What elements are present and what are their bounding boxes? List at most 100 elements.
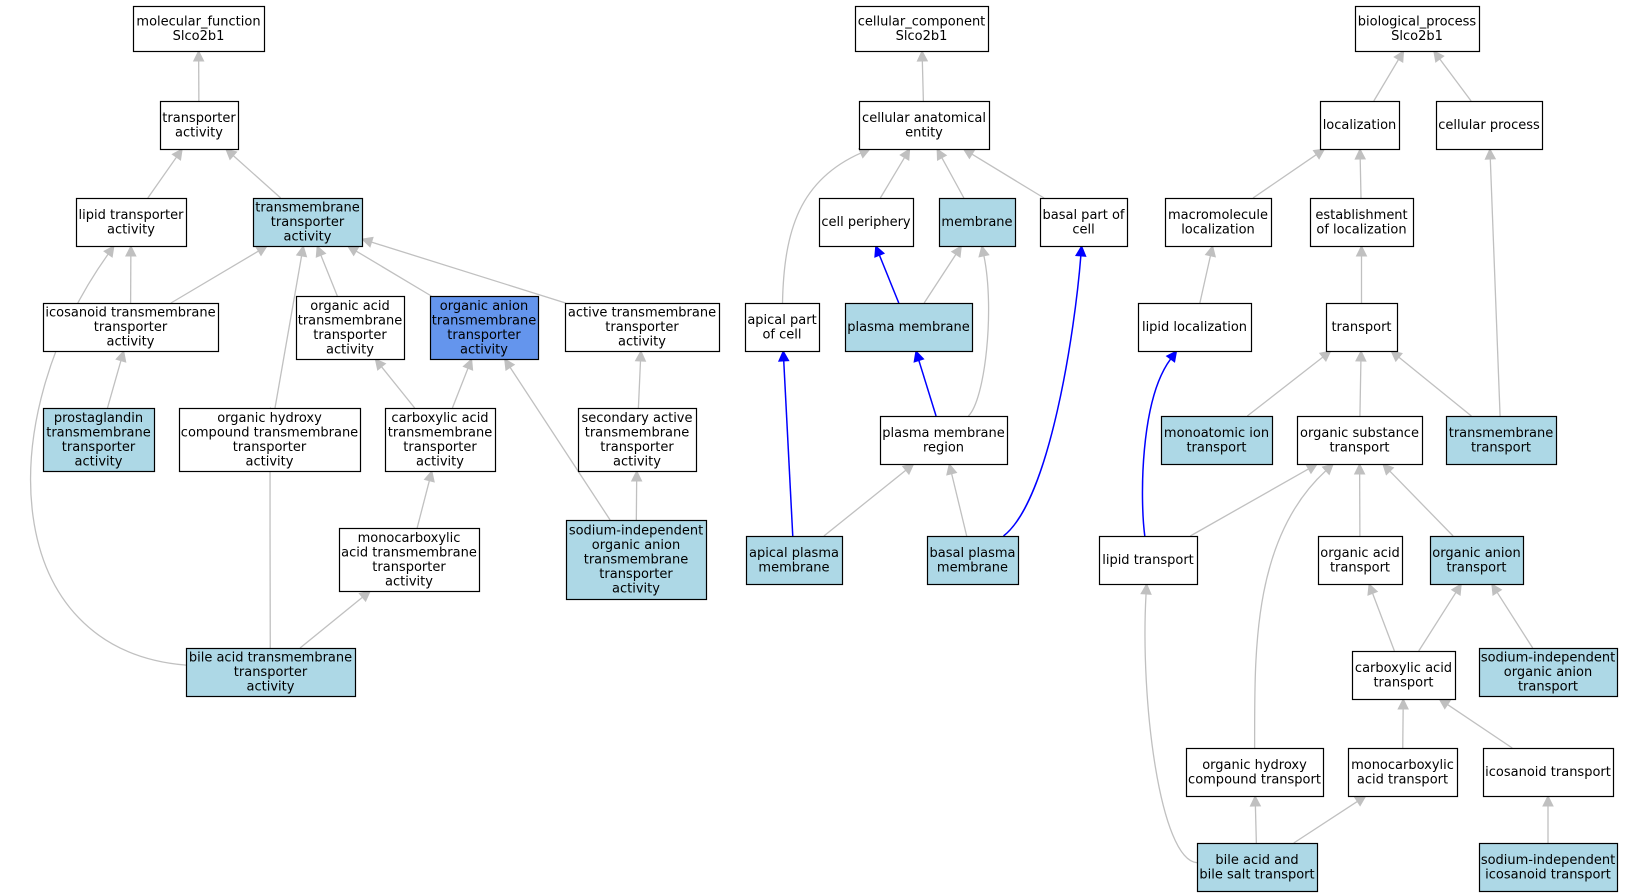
edge-cp-to-cae	[879, 148, 911, 199]
edge-mem-to-cae	[936, 148, 965, 199]
node-label-line: apical plasma	[749, 546, 839, 561]
node-ict[interactable]: icosanoid transport	[1482, 747, 1615, 798]
node-label-line: transporter	[447, 328, 521, 343]
node-label-line: transporter	[94, 320, 168, 335]
edge-line	[1189, 468, 1309, 537]
arrowhead-icon	[899, 148, 911, 161]
node-label-line: bile salt transport	[1199, 867, 1314, 882]
edge-lta-to-ta	[147, 148, 183, 199]
edge-cpr-to-bp	[1433, 50, 1472, 102]
node-label-line: transporter	[599, 567, 673, 582]
edge-line	[918, 360, 937, 417]
node-sata[interactable]: secondary activetransmembranetransporter…	[577, 407, 698, 473]
edge-sioat-to-oant	[1491, 583, 1534, 649]
edge-line	[1144, 593, 1198, 864]
edge-mcat-to-cat	[1397, 697, 1409, 749]
edge-babst-to-ohct	[1249, 794, 1262, 844]
node-bata[interactable]: bile acid transmembranetransporteractivi…	[185, 647, 357, 698]
node-label-line: plasma membrane	[882, 426, 1005, 441]
edge-line	[232, 155, 282, 199]
arrowhead-icon	[360, 236, 374, 248]
node-cata[interactable]: carboxylic acidtransmembranetransportera…	[384, 407, 497, 473]
node-box	[1319, 100, 1401, 151]
edge-tmta-to-ta	[225, 148, 282, 199]
edge-line	[637, 360, 642, 409]
node-trn[interactable]: transport	[1325, 302, 1399, 353]
node-label-line: apical part	[747, 313, 816, 328]
node-box	[938, 197, 1017, 248]
node-cpr[interactable]: cellular process	[1435, 100, 1544, 151]
node-box	[1478, 647, 1619, 698]
edge-cat-to-oat	[1367, 582, 1396, 652]
arrowhead-icon	[1438, 698, 1452, 710]
arrowhead-icon	[962, 148, 976, 160]
edge-ta-to-mf	[192, 49, 205, 102]
arrowhead-icon	[913, 349, 925, 363]
node-box	[844, 302, 974, 353]
edge-line	[823, 469, 907, 537]
node-box	[1039, 197, 1129, 248]
node-label-line: cellular anatomical	[862, 111, 986, 126]
edge-pm-to-cp	[874, 244, 900, 304]
node-label-line: localization	[1181, 222, 1255, 237]
node-lloc[interactable]: lipid localization	[1137, 302, 1253, 353]
edge-ost-to-trn	[1355, 349, 1367, 417]
arrowhead-icon	[1433, 50, 1445, 63]
edge-line	[1199, 255, 1212, 304]
edge-line	[299, 596, 363, 649]
node-oanta[interactable]: organic aniontransmembranetransporteract…	[429, 295, 540, 361]
node-pm[interactable]: plasma membrane	[844, 302, 974, 353]
edge-itta-to-lta	[125, 244, 137, 304]
node-box	[132, 5, 266, 53]
edge-line	[783, 360, 794, 537]
node-pgta[interactable]: prostaglandintransmembranetransporteract…	[42, 407, 156, 473]
node-mem[interactable]: membrane	[938, 197, 1017, 248]
node-lt[interactable]: lipid transport	[1098, 535, 1199, 586]
node-box	[159, 100, 240, 151]
node-oatta[interactable]: organic acidtransmembranetransporteracti…	[295, 295, 406, 361]
node-label-line: transporter	[605, 320, 679, 335]
node-itta[interactable]: icosanoid transmembranetransporteractivi…	[42, 302, 220, 353]
node-label-line: membrane	[937, 560, 1008, 575]
node-box	[1351, 650, 1457, 701]
edge-bpc-to-cae	[962, 148, 1045, 199]
edge-mcta-to-cata	[416, 469, 435, 529]
arrowhead-icon	[1491, 583, 1503, 596]
node-label-line: transporter	[313, 328, 387, 343]
edge-eloc-to-loc	[1354, 147, 1367, 199]
edge-ohcta-to-tmta	[274, 244, 308, 409]
node-loc[interactable]: localization	[1319, 100, 1401, 151]
node-cp[interactable]: cell periphery	[818, 197, 915, 248]
arrowhead-icon	[874, 244, 886, 258]
node-label-line: organic acid	[1320, 546, 1399, 561]
